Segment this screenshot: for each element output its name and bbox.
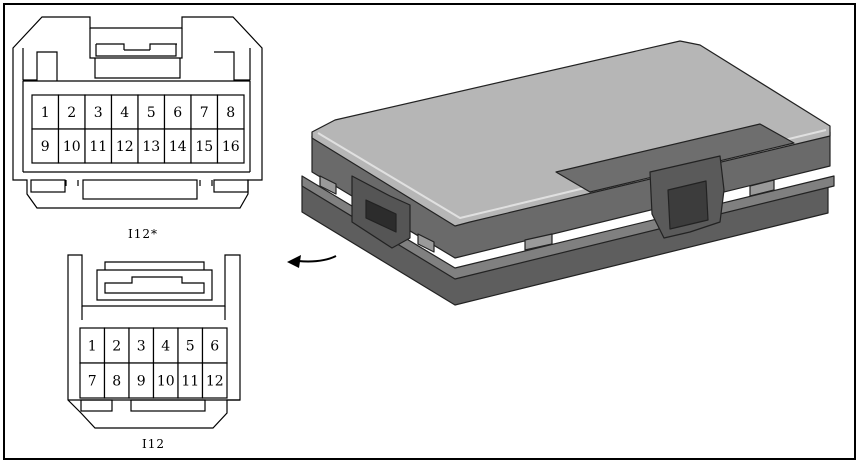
pin-cell-i12 [201, 362, 228, 399]
pin-number-i12: 10 [157, 374, 175, 390]
connector-label-i12: I12 [142, 437, 165, 451]
pin-number-i12: 12 [206, 374, 224, 390]
pin-cell-i12-star [110, 94, 139, 130]
connector-i12-key-mid [130, 399, 206, 412]
pin-number-i12-star: 3 [94, 105, 103, 121]
pin-cell-i12 [79, 327, 106, 364]
pin-number-i12-star: 9 [41, 139, 50, 155]
connector-i12-star-key-left [30, 179, 66, 193]
connector-i12-latch [96, 261, 213, 301]
pin-cell-i12-star [137, 128, 166, 164]
connector-i12-star [12, 16, 263, 209]
pin-number-i12: 11 [181, 374, 199, 390]
pin-cell-i12 [152, 362, 179, 399]
connector-i12-star-housing [12, 16, 263, 209]
connector-i12-star-shoulder [22, 80, 251, 173]
pin-number-i12-star: 12 [116, 139, 134, 155]
pin-cell-i12-star [57, 94, 86, 130]
pin-cell-i12-star [216, 128, 245, 164]
pin-number-i12-star: 11 [89, 139, 107, 155]
pin-number-i12: 6 [210, 339, 219, 355]
pin-number-i12: 3 [137, 339, 146, 355]
arrow-head [287, 255, 301, 268]
connector-i12 [67, 254, 241, 429]
pin-cell-i12-star [137, 94, 166, 130]
pin-cell-i12 [177, 362, 204, 399]
connector-i12-key-left [80, 399, 113, 412]
pin-number-i12: 9 [137, 374, 146, 390]
pin-cell-i12-star [84, 94, 113, 130]
pin-number-i12-star: 13 [142, 139, 160, 155]
pin-cell-i12-star [216, 94, 245, 130]
connector-i12-star-inner-walls [22, 48, 251, 81]
box-rib-1 [524, 233, 553, 251]
box-rib-4 [417, 233, 435, 253]
connector-label-i12-star: I12* [128, 227, 158, 241]
pin-cell-i12-star [163, 128, 192, 164]
box-rib-3 [319, 175, 337, 195]
pin-number-i12: 4 [161, 339, 170, 355]
box-rib-2 [749, 179, 775, 197]
pin-cell-i12 [152, 327, 179, 364]
connector-i12-star-latch [89, 28, 183, 79]
pin-number-i12-star: 16 [222, 139, 240, 155]
pin-cell-i12-star [31, 128, 60, 164]
pin-number-i12-star: 8 [226, 105, 235, 121]
pin-number-i12: 8 [112, 374, 121, 390]
pin-number-i12-star: 1 [41, 105, 50, 121]
module-box-3d [301, 40, 835, 306]
pin-cell-i12 [103, 327, 130, 364]
pin-cell-i12 [79, 362, 106, 399]
connector-i12-star-key-mid [82, 179, 198, 200]
box-lower-rim [301, 175, 835, 280]
pin-number-i12-star: 4 [120, 105, 129, 121]
connector-i12-star-key-right [213, 179, 249, 193]
pin-number-i12-star: 6 [173, 105, 182, 121]
box-side-clip-slot [365, 199, 397, 233]
pin-number-i12-star: 2 [67, 105, 76, 121]
pin-number-i12-star: 15 [195, 139, 213, 155]
pin-number-i12: 1 [88, 339, 97, 355]
pin-number-i12: 2 [112, 339, 121, 355]
arrow-shaft [297, 255, 337, 263]
box-top-recess [555, 123, 795, 193]
pin-cell-i12-star [190, 94, 219, 130]
pin-number-i12: 5 [186, 339, 195, 355]
pin-cell-i12-star [190, 128, 219, 164]
pin-number-i12: 7 [88, 374, 97, 390]
pointer-arrow [287, 255, 337, 268]
pin-number-i12-star: 7 [200, 105, 209, 121]
box-front-latch-inner [667, 180, 709, 230]
pin-cell-i12 [128, 362, 155, 399]
pin-cell-i12-star [110, 128, 139, 164]
pin-cell-i12 [128, 327, 155, 364]
pin-number-i12-star: 10 [63, 139, 81, 155]
pin-number-i12-star: 14 [169, 139, 187, 155]
box-top-face [311, 40, 831, 227]
pin-number-i12-star: 5 [147, 105, 156, 121]
